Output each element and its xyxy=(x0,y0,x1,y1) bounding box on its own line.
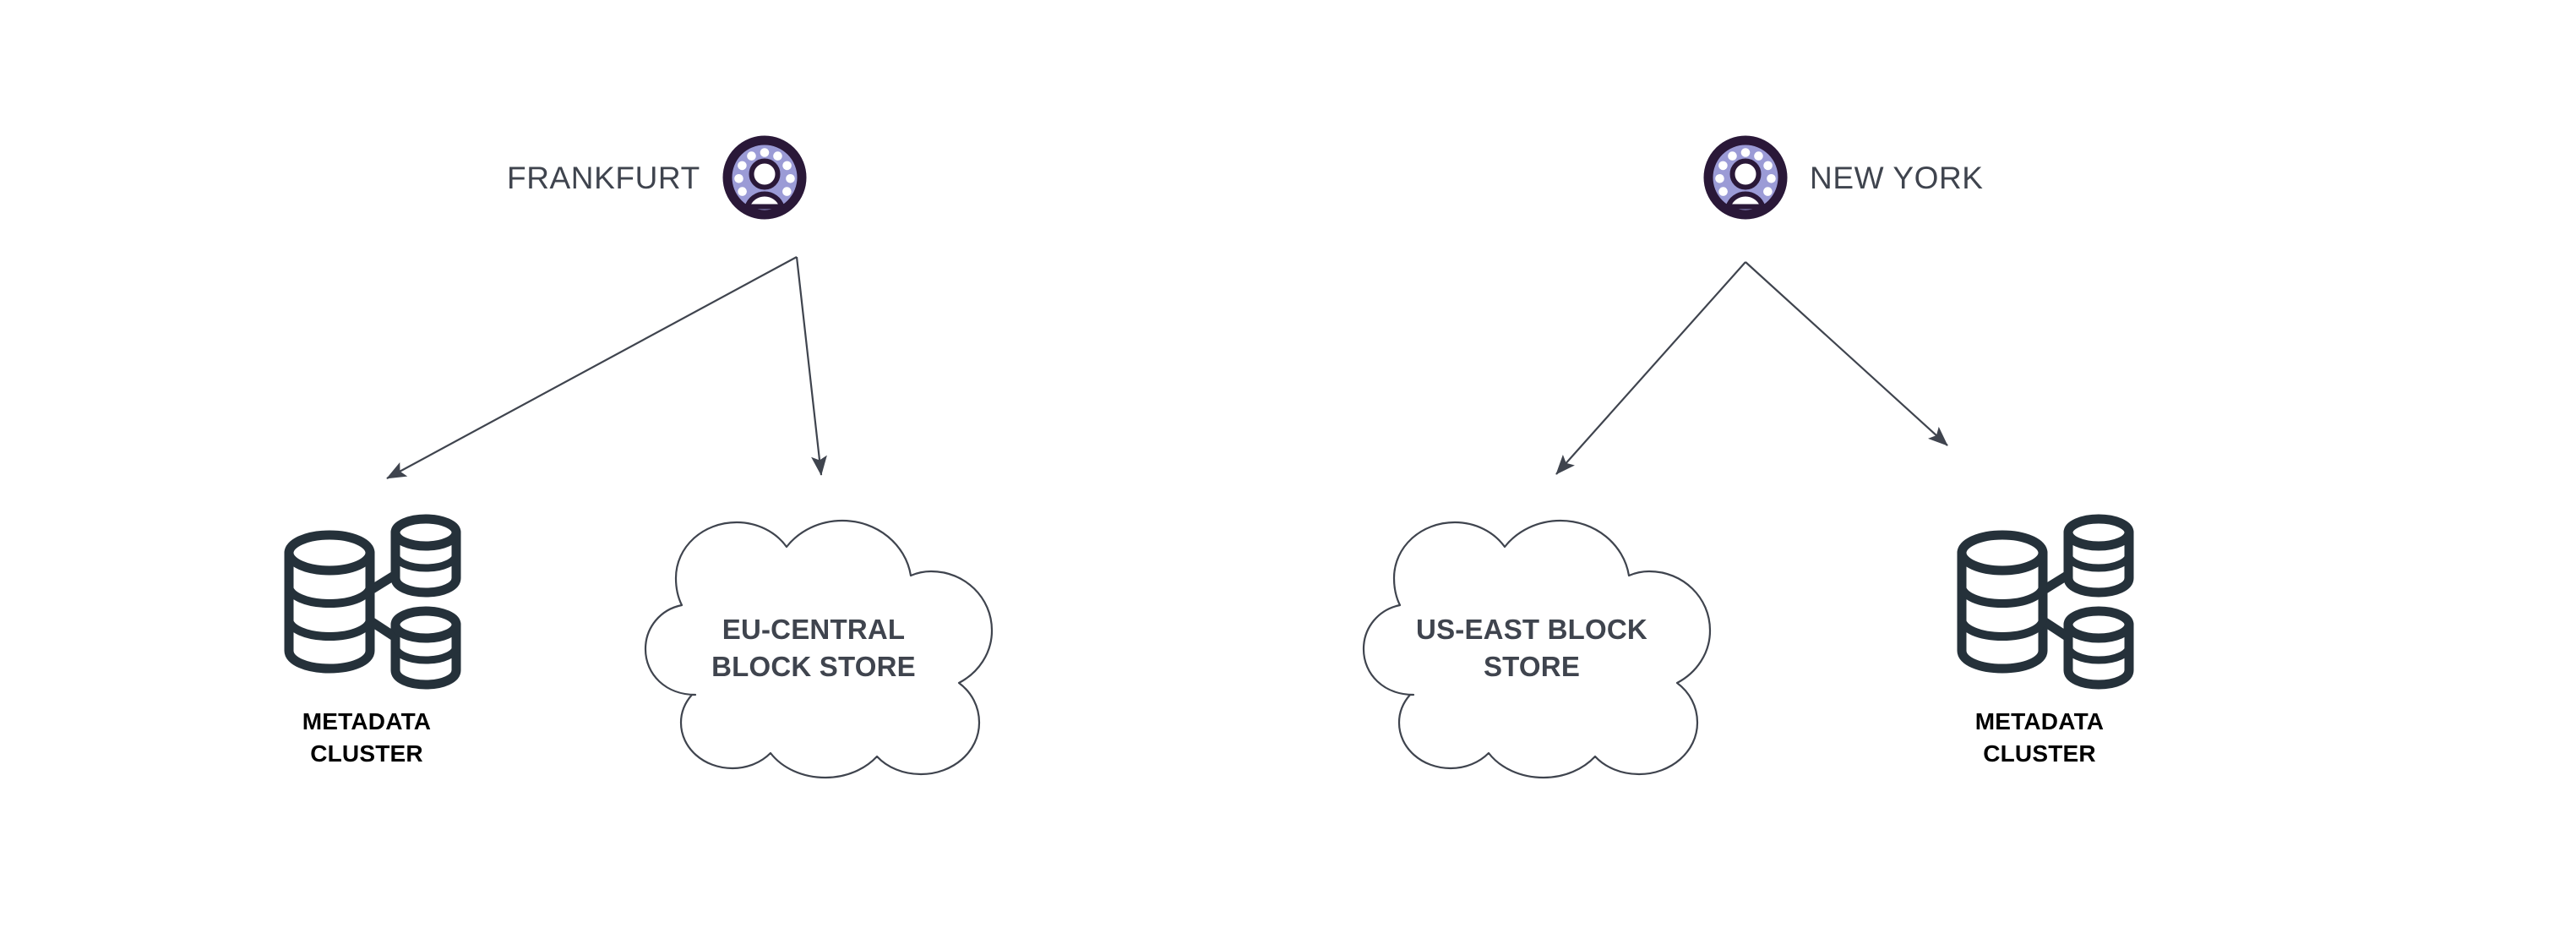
region-header-frankfurt[interactable]: FRANKFURT xyxy=(507,135,807,220)
cluster-label: METADATA CLUSTER xyxy=(1975,706,2104,770)
edge-frankfurt-to-eu-central-block-store xyxy=(795,256,827,476)
cluster-label-line-2: CLUSTER xyxy=(1983,740,2096,767)
edge-new-york-to-us-east-block-store xyxy=(1555,261,1746,475)
cloud-label-line-2: BLOCK STORE xyxy=(711,651,916,682)
cloud-label-line-2: STORE xyxy=(1483,651,1581,682)
cluster-label-line-1: METADATA xyxy=(1974,708,2105,734)
cloud-icon xyxy=(644,519,994,779)
node-eu-central-block-store[interactable]: EU-CENTRAL BLOCK STORE xyxy=(615,509,1012,788)
user-avatar-icon xyxy=(722,135,807,220)
region-header-new-york[interactable]: NEW YORK xyxy=(1703,135,1984,220)
node-us-east-block-store[interactable]: US-EAST BLOCK STORE xyxy=(1333,509,1730,788)
cloud-icon xyxy=(1362,519,1712,779)
cloud-label: US-EAST BLOCK STORE xyxy=(1333,509,1730,788)
database-cluster-icon xyxy=(284,514,461,690)
cluster-label-line-2: CLUSTER xyxy=(310,740,423,767)
cluster-label-line-1: METADATA xyxy=(302,708,432,734)
region-label-frankfurt: FRANKFURT xyxy=(507,160,700,195)
database-cluster-icon xyxy=(1957,514,2134,690)
region-label-new-york: NEW YORK xyxy=(1810,160,1984,195)
node-frankfurt-metadata-cluster[interactable]: METADATA CLUSTER xyxy=(269,514,465,770)
edge-new-york-to-metadata-cluster xyxy=(1745,261,1948,446)
node-new-york-metadata-cluster[interactable]: METADATA CLUSTER xyxy=(1942,514,2138,770)
edge-frankfurt-to-metadata-cluster xyxy=(386,256,798,479)
cloud-label: EU-CENTRAL BLOCK STORE xyxy=(615,509,1012,788)
cloud-label-line-1: US-EAST BLOCK xyxy=(1416,614,1647,646)
cloud-label-line-1: EU-CENTRAL xyxy=(722,614,906,646)
cluster-label: METADATA CLUSTER xyxy=(302,706,431,770)
user-avatar-icon xyxy=(1703,135,1788,220)
